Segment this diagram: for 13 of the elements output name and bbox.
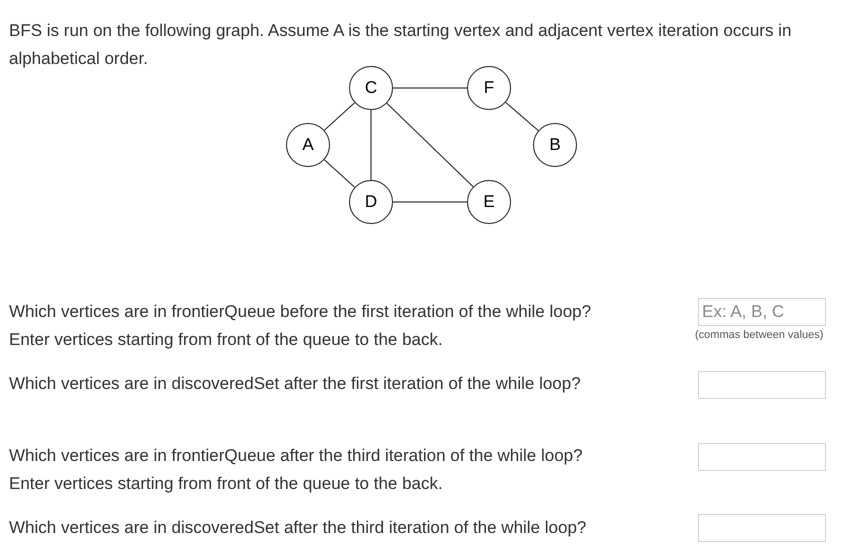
hint-text: (commas between values) — [695, 328, 824, 342]
instruction-text: Enter vertices starting from front of the queue to the back. — [9, 473, 444, 495]
question-text: Which vertices are in discoveredSet after the first iteration of the while loop? — [9, 373, 582, 395]
question-text: Which vertices are in frontierQueue before the first iteration of the while loop? — [9, 301, 592, 323]
edge-line — [324, 102, 356, 131]
question-text: Which vertices are in frontierQueue after the third iteration of the while loop? — [9, 445, 584, 467]
edge-line — [505, 102, 539, 132]
edge-line — [386, 102, 474, 188]
question-text: Which vertices are in discoveredSet after the third iteration of the while loop? — [9, 517, 588, 539]
edge-line — [324, 159, 356, 188]
input-field: Ex: A, B, C — [698, 298, 826, 326]
instruction-text: Enter vertices starting from front of the queue to the back. — [9, 329, 444, 351]
edge-line — [370, 110, 372, 180]
